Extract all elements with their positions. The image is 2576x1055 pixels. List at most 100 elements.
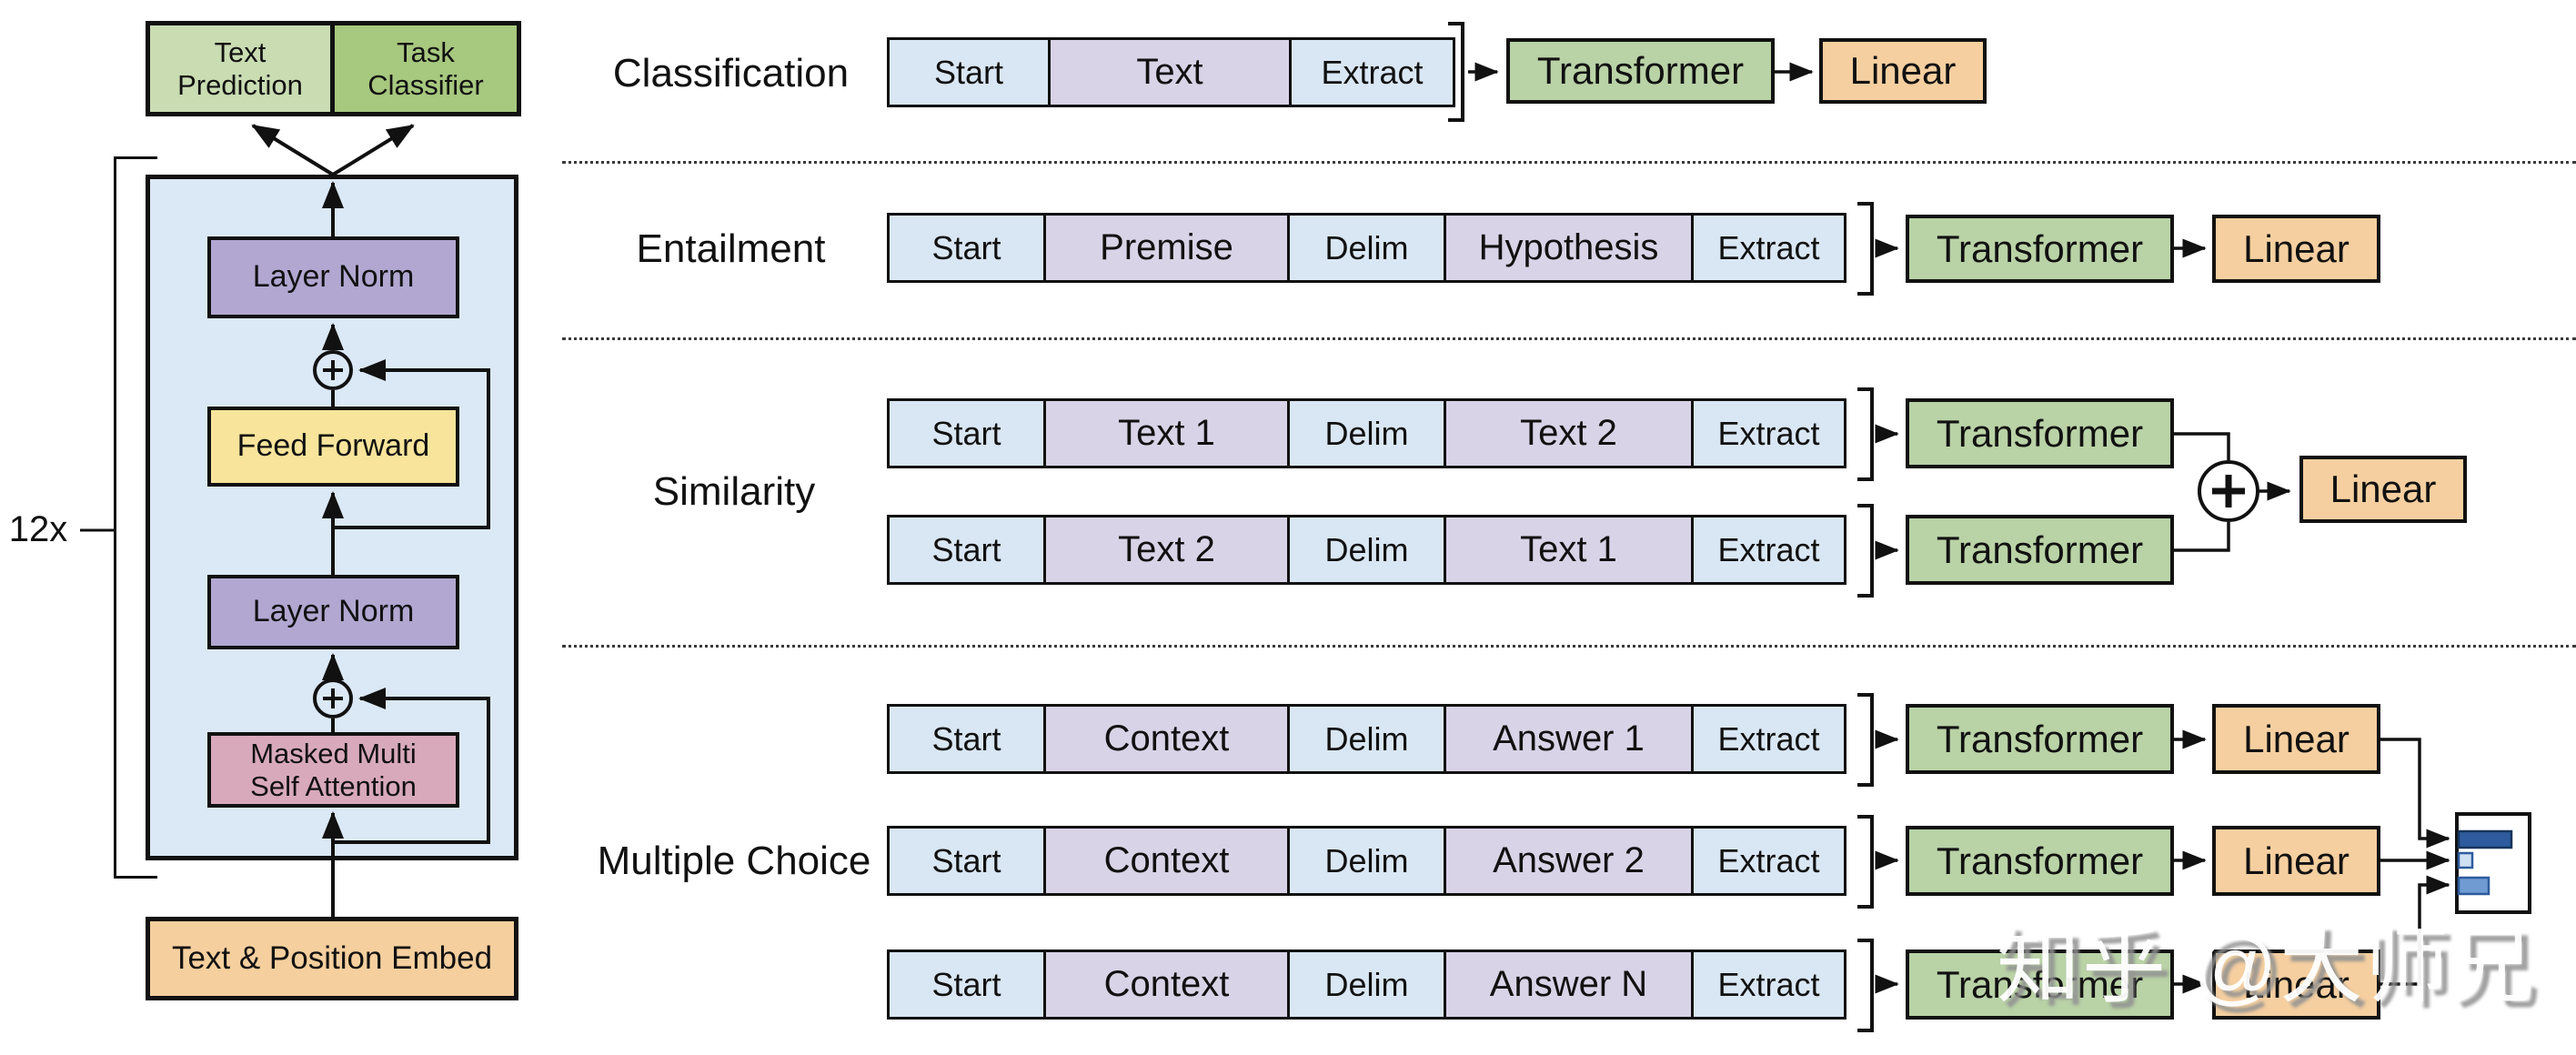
token-cell-delim: Delim: [1290, 213, 1446, 283]
embed-label: Text & Position Embed: [171, 939, 493, 976]
token-cell-extract: Extract: [1694, 826, 1846, 896]
bracket-entailment: [1857, 202, 1874, 296]
linear-label: Linear: [2243, 839, 2350, 882]
probability-bar-small: [2457, 851, 2474, 869]
token-cell-context: Context: [1046, 950, 1290, 1020]
token-cell-delim: Delim: [1290, 704, 1446, 774]
similarity-transformer-box-1: Transformer: [1906, 398, 2174, 468]
repeat-bracket: [114, 156, 157, 879]
masked-attention-label-line1: Masked Multi: [250, 737, 417, 769]
section-divider-2: [562, 337, 2576, 340]
masked-attention-box: Masked Multi Self Attention: [207, 732, 459, 808]
token-cell-start: Start: [887, 37, 1051, 107]
bracket-multiple-choice-2: [1857, 815, 1874, 909]
entailment-transformer-box: Transformer: [1906, 215, 2174, 283]
task-label-entailment: Entailment: [636, 226, 826, 271]
transformer-label: Transformer: [1936, 411, 2144, 455]
multiple-choice-transformer-box-1: Transformer: [1906, 704, 2174, 774]
arrow-to-task-classifier: [331, 124, 415, 176]
feed-forward-box: Feed Forward: [207, 407, 459, 487]
multiple-choice-linear-box-2: Linear: [2212, 826, 2380, 896]
task-label-multiple-choice: Multiple Choice: [597, 839, 871, 883]
bracket-similarity-1: [1857, 387, 1874, 481]
linear-label: Linear: [1849, 49, 1957, 92]
entailment-linear-box: Linear: [2212, 215, 2380, 283]
token-cell-extract: Extract: [1694, 213, 1846, 283]
masked-attention-label-line2: Self Attention: [250, 769, 417, 802]
token-cell-context: Context: [1046, 704, 1290, 774]
section-divider-3: [562, 645, 2576, 648]
transformer-label: Transformer: [1536, 49, 1745, 92]
transformer-label: Transformer: [1936, 226, 2144, 270]
task-classifier-box: Task Classifier: [330, 21, 521, 116]
task-label-classification: Classification: [612, 51, 850, 95]
token-cell-delim: Delim: [1290, 398, 1446, 468]
plus-icon: [2212, 475, 2245, 507]
probability-bar-large: [2457, 829, 2513, 849]
multiple-choice-token-row-2: Start Context Delim Answer 2 Extract: [887, 826, 1846, 896]
multiple-choice-transformer-box-3: Transformer: [1906, 950, 2174, 1020]
token-cell-extract: Extract: [1694, 950, 1846, 1020]
multiple-choice-token-row-3: Start Context Delim Answer N Extract: [887, 950, 1846, 1020]
line-transformer1-to-sum: [2174, 432, 2230, 460]
watermark-text: 知乎 @大师兄: [1997, 920, 2536, 1013]
transformer-label: Transformer: [1936, 717, 2144, 760]
probability-bars-icon: [2455, 812, 2531, 914]
classification-token-row: Start Text Extract: [887, 37, 1455, 107]
classification-transformer-box: Transformer: [1506, 38, 1775, 104]
feed-forward-label: Feed Forward: [236, 428, 430, 464]
token-cell-extract: Extract: [1694, 704, 1846, 774]
token-cell-context: Context: [1046, 826, 1290, 896]
embed-box: Text & Position Embed: [146, 917, 518, 1000]
task-classifier-label: Task Classifier: [367, 35, 484, 101]
token-cell-start: Start: [887, 398, 1046, 468]
repeat-count-label: 12x: [8, 509, 68, 549]
token-cell-start: Start: [887, 704, 1046, 774]
output-heads-group: Text Prediction Task Classifier: [146, 21, 521, 116]
layer-norm-top-box: Layer Norm: [207, 236, 459, 318]
linear-label: Linear: [2243, 962, 2350, 1006]
bracket-multiple-choice-1: [1857, 693, 1874, 787]
layer-norm-bottom-box: Layer Norm: [207, 575, 459, 649]
token-cell-text1: Text 1: [1446, 515, 1694, 585]
token-cell-text2: Text 2: [1446, 398, 1694, 468]
token-cell-delim: Delim: [1290, 826, 1446, 896]
classification-linear-box: Linear: [1819, 38, 1987, 104]
layer-norm-top-label: Layer Norm: [252, 259, 415, 295]
token-cell-extract: Extract: [1694, 398, 1846, 468]
probability-bars-frame: [2455, 812, 2531, 914]
token-cell-text: Text: [1051, 37, 1292, 107]
line-transformer2-to-sum: [2174, 522, 2230, 552]
token-cell-extract: Extract: [1292, 37, 1455, 107]
similarity-token-row-1: Start Text 1 Delim Text 2 Extract: [887, 398, 1846, 468]
multiple-choice-transformer-box-2: Transformer: [1906, 826, 2174, 896]
token-cell-delim: Delim: [1290, 950, 1446, 1020]
token-cell-text2: Text 2: [1046, 515, 1290, 585]
token-cell-start: Start: [887, 950, 1046, 1020]
transformer-label: Transformer: [1936, 962, 2144, 1006]
task-label-similarity: Similarity: [652, 469, 816, 514]
token-cell-start: Start: [887, 826, 1046, 896]
similarity-sum-icon: [2198, 460, 2259, 522]
similarity-transformer-box-2: Transformer: [1906, 515, 2174, 585]
sum-circle: [2198, 460, 2259, 522]
token-cell-answerN: Answer N: [1446, 950, 1694, 1020]
token-cell-premise: Premise: [1046, 213, 1290, 283]
bracket-similarity-2: [1857, 504, 1874, 598]
text-prediction-label: Text Prediction: [177, 35, 303, 101]
token-cell-hypothesis: Hypothesis: [1446, 213, 1694, 283]
bracket-multiple-choice-3: [1857, 939, 1874, 1032]
linear-label: Linear: [2243, 226, 2350, 270]
similarity-token-row-2: Start Text 2 Delim Text 1 Extract: [887, 515, 1846, 585]
linear-label: Linear: [2243, 717, 2350, 760]
token-cell-extract: Extract: [1694, 515, 1846, 585]
multiple-choice-linear-box-3: Linear: [2212, 950, 2380, 1020]
layer-norm-bottom-label: Layer Norm: [252, 594, 415, 629]
entailment-token-row: Start Premise Delim Hypothesis Extract: [887, 213, 1846, 283]
token-cell-delim: Delim: [1290, 515, 1446, 585]
bracket-classification: [1448, 22, 1464, 122]
token-cell-answer1: Answer 1: [1446, 704, 1694, 774]
token-cell-start: Start: [887, 515, 1046, 585]
arrow-to-text-prediction: [251, 124, 335, 176]
multiple-choice-linear-box-1: Linear: [2212, 704, 2380, 774]
